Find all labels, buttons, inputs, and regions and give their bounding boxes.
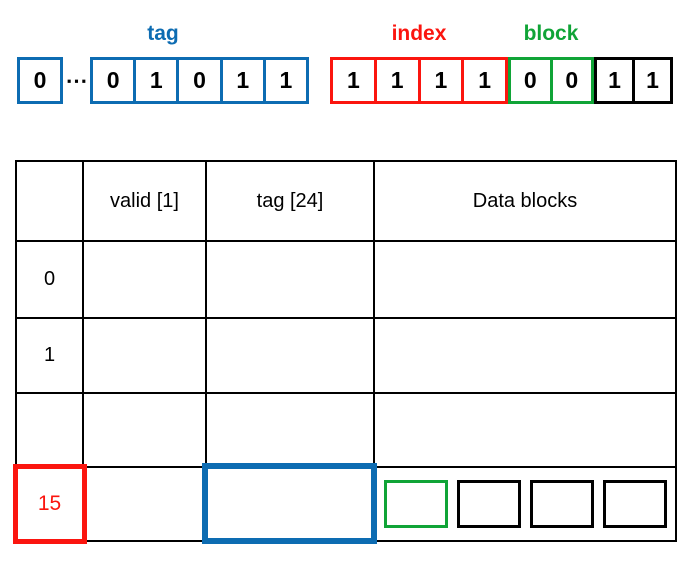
header-tag: tag [24] [205, 160, 375, 242]
tag-cell-selected [205, 466, 375, 542]
data-blocks-cell [373, 240, 677, 319]
offset-bit: 1 [632, 60, 670, 101]
data-block-box [457, 480, 521, 528]
header-data-blocks: Data blocks [373, 160, 677, 242]
table-header-row: valid [1] tag [24] Data blocks [15, 160, 677, 242]
tag-bit: 1 [133, 60, 176, 101]
index-bit: 1 [461, 60, 505, 101]
tag-field-label: tag [147, 22, 179, 45]
tag-bit: 1 [219, 60, 263, 101]
address-ellipsis: ⋯ [65, 67, 88, 93]
data-blocks-cell [373, 392, 677, 468]
valid-cell [82, 240, 207, 319]
table-row: 1 [15, 317, 677, 394]
index-bit: 1 [417, 60, 462, 101]
table-row: 0 [15, 240, 677, 319]
tag-bit: 0 [176, 60, 219, 101]
index-field-label: index [391, 22, 447, 45]
tag-bit: 1 [262, 60, 306, 101]
index-bit: 1 [346, 67, 360, 93]
offset-bit: 1 [608, 67, 621, 93]
block-field-label: block [523, 22, 579, 45]
tag-cell [205, 240, 375, 319]
block-bits-group: 0 0 [508, 57, 594, 104]
selected-data-block-box [384, 480, 448, 528]
offset-bits-group: 1 1 [594, 57, 673, 104]
tag-cell [205, 392, 375, 468]
valid-cell [82, 466, 207, 542]
table-row-selected: 15 [15, 466, 677, 542]
address-msb-bit: 0 [17, 57, 63, 104]
row-label: 0 [15, 240, 84, 319]
row-label: 1 [15, 317, 84, 394]
data-blocks-row [376, 480, 674, 528]
valid-cell [82, 317, 207, 394]
valid-cell [82, 392, 207, 468]
block-bit: 0 [549, 60, 592, 101]
data-block-box [530, 480, 594, 528]
cache-table: valid [1] tag [24] Data blocks 0 1 15 [15, 160, 677, 542]
row-label-selected: 15 [15, 466, 84, 542]
tag-bits-group: 0 1 0 1 1 [90, 57, 309, 104]
index-bit: 1 [373, 60, 418, 101]
index-bits-group: 1 1 1 1 [330, 57, 508, 104]
data-blocks-cell [373, 317, 677, 394]
header-row-index [15, 160, 84, 242]
block-bit: 0 [523, 67, 537, 93]
data-blocks-cell-selected [373, 466, 677, 542]
tag-cell [205, 317, 375, 394]
tag-bit: 0 [106, 67, 120, 93]
row-label [15, 392, 84, 468]
table-row [15, 392, 677, 468]
data-block-box [603, 480, 667, 528]
header-valid: valid [1] [82, 160, 207, 242]
